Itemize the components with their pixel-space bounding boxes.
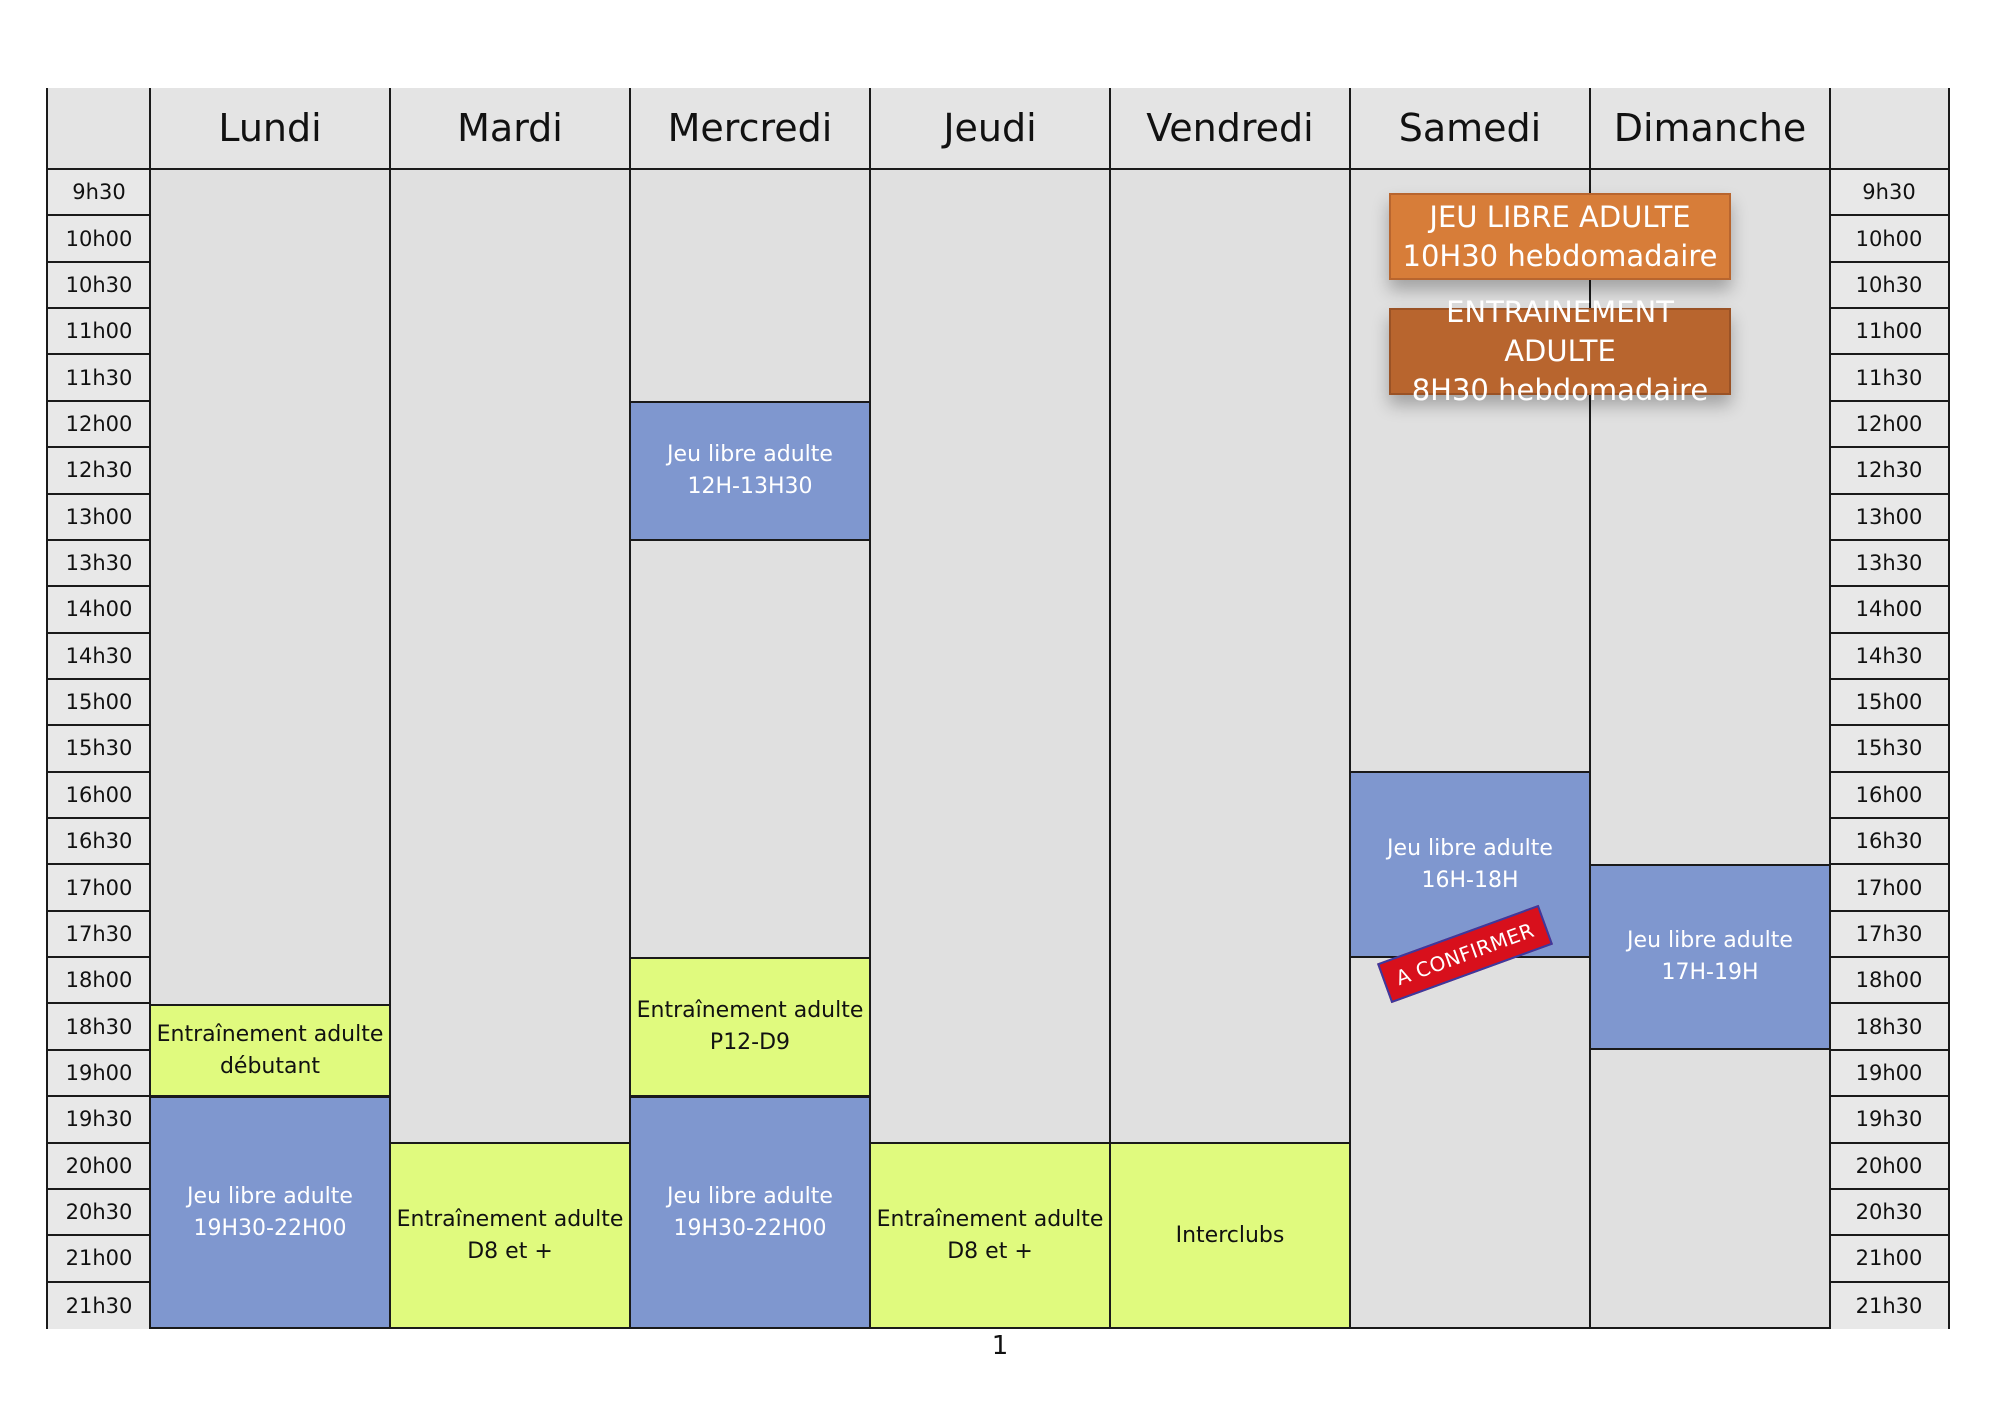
time-label-right: 14h30	[1830, 633, 1948, 680]
time-label-right: 18h00	[1830, 958, 1948, 1005]
day-header-mercredi: Mercredi	[630, 88, 870, 170]
time-label-left: 12h00	[48, 401, 150, 449]
time-label-left: 13h30	[48, 540, 150, 588]
day-header-samedi: Samedi	[1350, 88, 1590, 170]
time-label-left: 17h30	[48, 911, 150, 959]
column-divider	[389, 88, 391, 1329]
time-label-left: 10h00	[48, 216, 150, 263]
time-label-right: 15h30	[1830, 726, 1948, 773]
time-label-right: 15h00	[1830, 679, 1948, 727]
time-label-right: 21h30	[1830, 1282, 1948, 1329]
time-label-left: 13h00	[48, 494, 150, 541]
time-label-left: 17h00	[48, 865, 150, 912]
day-header-dimanche: Dimanche	[1590, 88, 1830, 170]
time-label-left: 15h30	[48, 726, 150, 773]
column-divider	[149, 88, 151, 1329]
time-label-right: 17h30	[1830, 911, 1948, 959]
day-header-lundi: Lundi	[150, 88, 390, 170]
day-header-jeudi: Jeudi	[870, 88, 1110, 170]
time-label-right: 13h00	[1830, 494, 1948, 541]
time-label-right: 12h30	[1830, 448, 1948, 495]
time-label-left: 16h00	[48, 772, 150, 820]
column-divider	[1589, 88, 1591, 1329]
time-label-right: 10h30	[1830, 262, 1948, 310]
event-vendredi-interclubs: Interclubs	[1110, 1142, 1350, 1329]
time-label-right: 12h00	[1830, 401, 1948, 449]
time-label-right: 16h30	[1830, 819, 1948, 866]
time-label-right: 21h00	[1830, 1236, 1948, 1283]
time-label-left: 19h30	[48, 1097, 150, 1144]
time-label-right: 10h00	[1830, 216, 1948, 263]
time-label-left: 21h00	[48, 1236, 150, 1283]
time-label-left: 18h30	[48, 1004, 150, 1051]
time-label-right: 14h00	[1830, 587, 1948, 634]
time-label-left: 16h30	[48, 819, 150, 866]
time-label-left: 19h00	[48, 1050, 150, 1098]
time-label-right: 9h30	[1830, 170, 1948, 217]
time-label-right: 16h00	[1830, 772, 1948, 820]
time-label-right: 13h30	[1830, 540, 1948, 588]
time-label-right: 11h00	[1830, 309, 1948, 356]
time-label-right: 20h00	[1830, 1143, 1948, 1190]
header-corner-left	[48, 88, 150, 170]
page-number: 1	[991, 1331, 1009, 1361]
banner-entrainement-adulte: ENTRAINEMENT ADULTE 8H30 hebdomadaire	[1389, 295, 1731, 407]
time-label-right: 17h00	[1830, 865, 1948, 912]
time-label-left: 18h00	[48, 958, 150, 1005]
banner-jeu-libre-adulte: JEU LIBRE ADULTE 10H30 hebdomadaire	[1389, 193, 1731, 280]
column-divider	[869, 88, 871, 1329]
time-label-left: 14h00	[48, 587, 150, 634]
time-label-left: 14h30	[48, 633, 150, 680]
column-divider	[1109, 88, 1111, 1329]
day-header-mardi: Mardi	[390, 88, 630, 170]
time-label-right: 18h30	[1830, 1004, 1948, 1051]
time-label-left: 20h00	[48, 1143, 150, 1190]
time-label-left: 20h30	[48, 1189, 150, 1237]
time-label-right: 19h30	[1830, 1097, 1948, 1144]
time-label-left: 11h00	[48, 309, 150, 356]
column-divider	[1829, 88, 1831, 1329]
column-divider	[629, 88, 631, 1329]
day-header-vendredi: Vendredi	[1110, 88, 1350, 170]
time-label-left: 12h30	[48, 448, 150, 495]
time-label-left: 21h30	[48, 1282, 150, 1329]
time-label-right: 20h30	[1830, 1189, 1948, 1237]
time-label-left: 15h00	[48, 679, 150, 727]
header-corner-right	[1830, 88, 1948, 170]
column-divider	[1349, 88, 1351, 1329]
time-label-left: 9h30	[48, 170, 150, 217]
time-label-right: 11h30	[1830, 355, 1948, 402]
time-label-left: 11h30	[48, 355, 150, 402]
time-label-right: 19h00	[1830, 1050, 1948, 1098]
time-label-left: 10h30	[48, 262, 150, 310]
